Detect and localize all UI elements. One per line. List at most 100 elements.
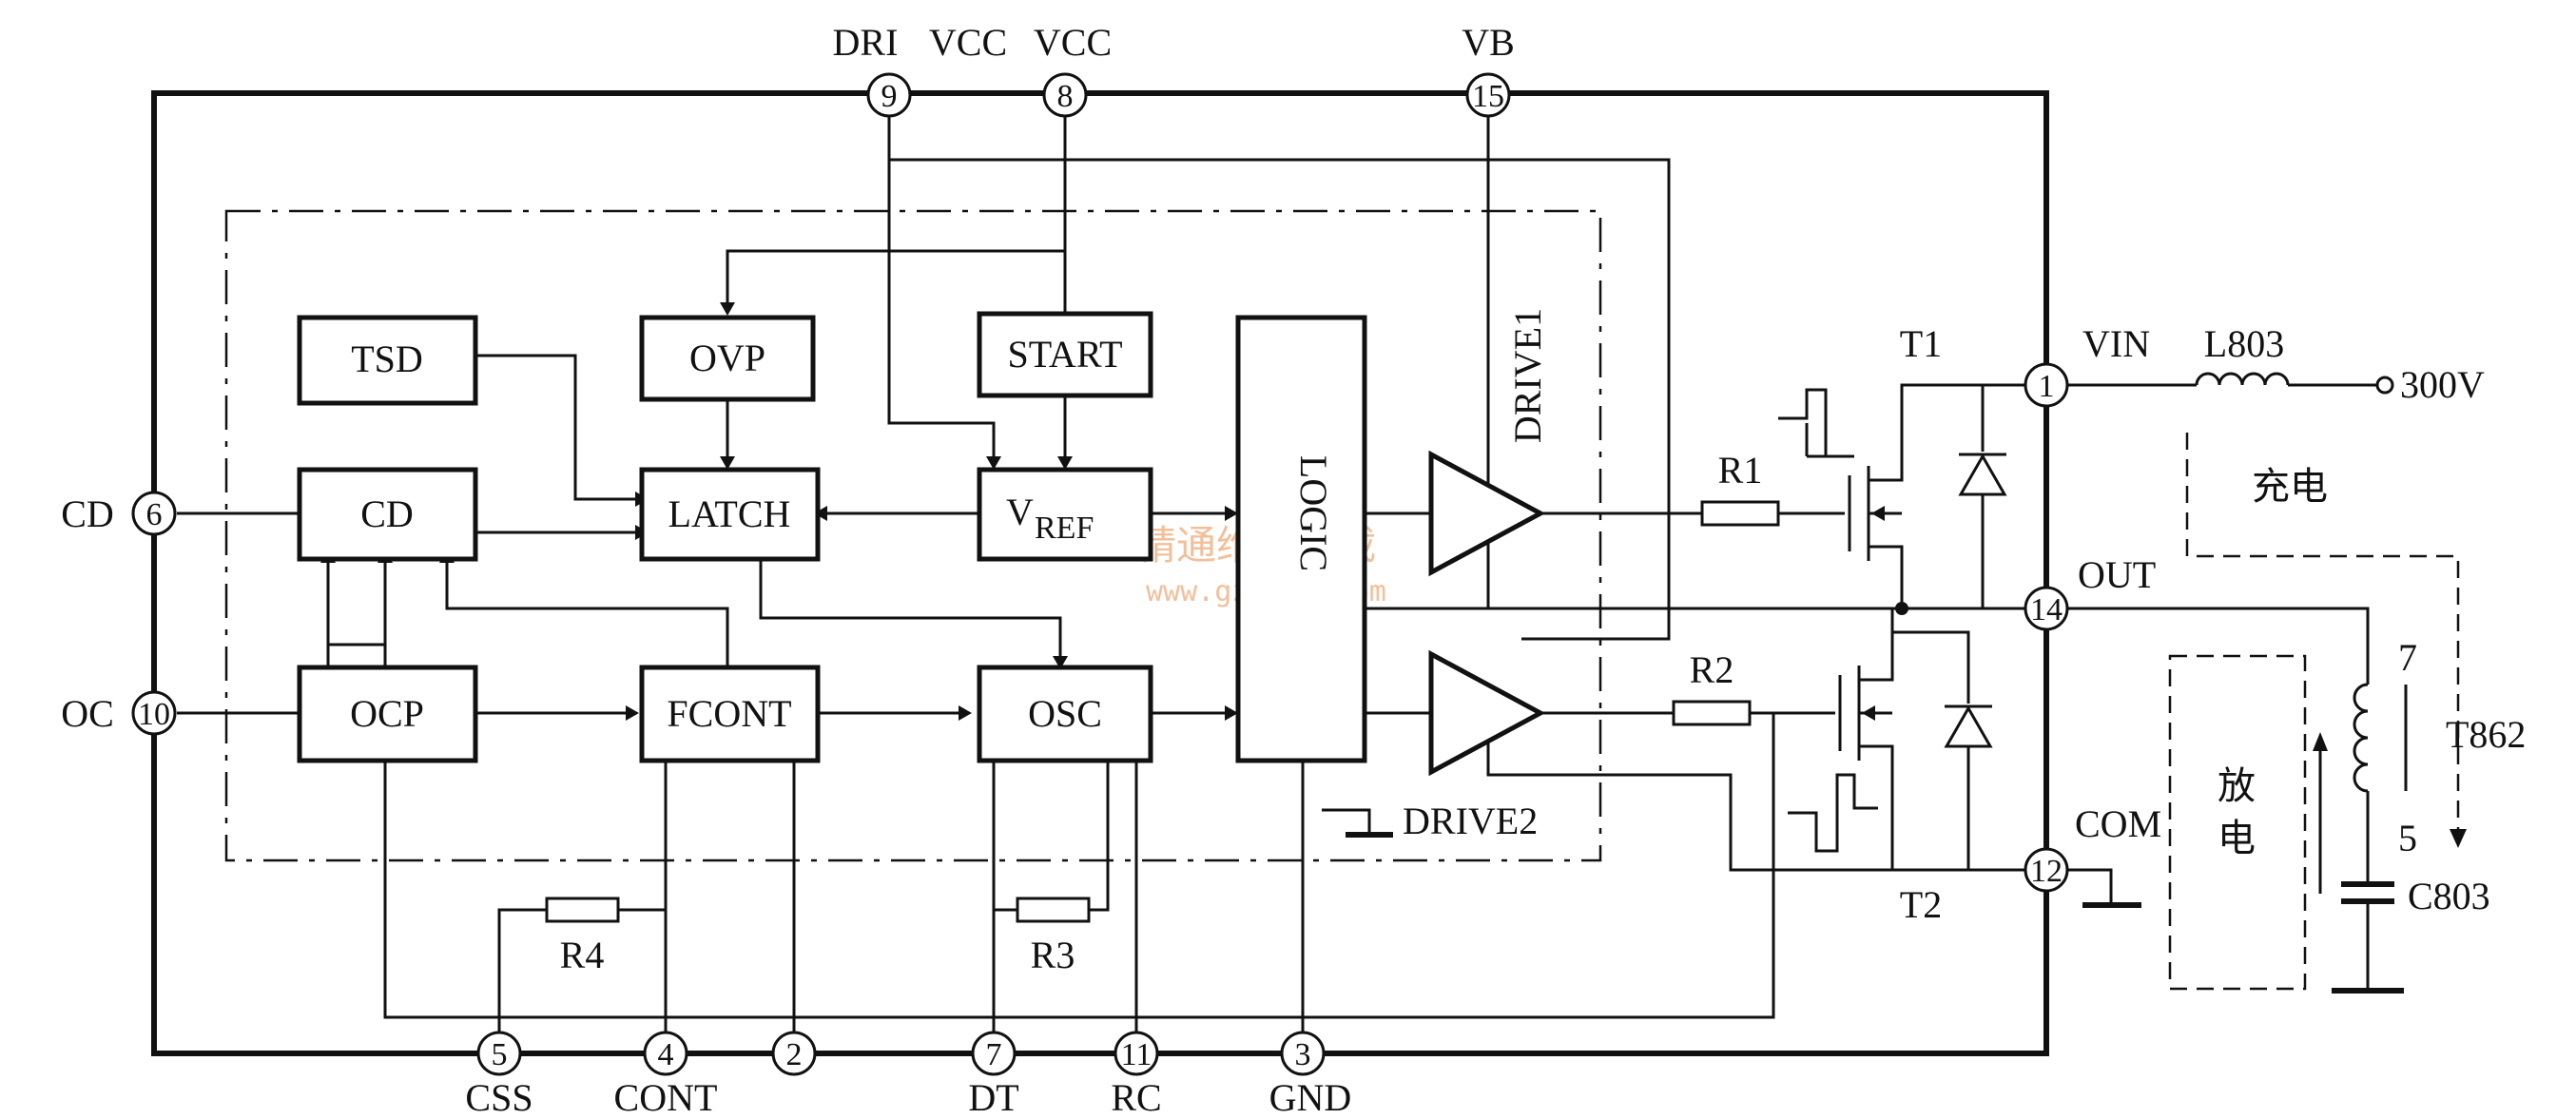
- svg-text:14: 14: [2030, 592, 2063, 627]
- pin-4: 4: [643, 1031, 688, 1076]
- pin-3: 3: [1280, 1031, 1326, 1076]
- r4-resistor: [545, 897, 620, 923]
- vref-subscript: REF: [1035, 511, 1094, 546]
- wire-latch-osc: [759, 559, 1062, 658]
- fcont-block: [639, 665, 821, 763]
- ovp-block: [639, 315, 816, 402]
- label-css: CSS: [465, 1076, 533, 1119]
- label-coil-top: 7: [2398, 636, 2417, 679]
- label-vb: VB: [1462, 21, 1515, 64]
- svg-text:1: 1: [2039, 369, 2055, 404]
- arrow-fcont: [626, 705, 639, 721]
- pin-7: 7: [971, 1031, 1017, 1076]
- svg-text:6: 6: [146, 497, 163, 532]
- svg-text:12: 12: [2030, 854, 2063, 889]
- wire-r3-osc: [1089, 761, 1110, 912]
- svg-text:2: 2: [786, 1037, 803, 1072]
- start-label: START: [1007, 333, 1122, 376]
- svg-text:4: 4: [658, 1037, 674, 1072]
- t2-mosfet: [1838, 608, 1993, 870]
- t1-gate-waveform: [1778, 388, 1854, 458]
- tsd-label: TSD: [351, 338, 423, 380]
- label-charge: 充电: [2252, 465, 2328, 509]
- cd-label: CD: [360, 492, 414, 535]
- label-dri: DRI: [833, 21, 899, 64]
- ocp-block: [297, 665, 478, 763]
- arrow-logic-1: [1225, 506, 1238, 521]
- arrow-vref-1: [1057, 456, 1073, 470]
- logic-block: [1235, 315, 1367, 763]
- inner-boundary: [224, 209, 1602, 862]
- label-l803: L803: [2204, 322, 2284, 365]
- pin-10: 10: [131, 690, 177, 736]
- pin-2: 2: [771, 1031, 817, 1076]
- pin-15: 15: [1465, 72, 1511, 118]
- pin-9: 9: [866, 72, 912, 118]
- pin-6: 6: [131, 491, 177, 536]
- drive2-label: DRIVE2: [1403, 800, 1538, 842]
- label-oc: OC: [61, 692, 114, 735]
- label-r4: R4: [560, 934, 605, 976]
- wire-com-ground: [2062, 868, 2113, 905]
- r2-resistor: [1672, 700, 1752, 726]
- ocp-label: OCP: [350, 692, 424, 735]
- wire-vcc-ovp: [726, 249, 1065, 304]
- pin-12: 12: [2024, 847, 2069, 893]
- pin-14: 14: [2024, 586, 2069, 631]
- wire-tsd-latch: [475, 354, 637, 501]
- ic-outline: [151, 90, 2049, 1056]
- label-300v: 300V: [2400, 363, 2485, 406]
- wire-css: [497, 908, 547, 1032]
- label-discharge-1: 放: [2218, 764, 2256, 808]
- label-coil-bottom: 5: [2398, 817, 2417, 859]
- c803-capacitor: [2341, 881, 2394, 904]
- svg-text:5: 5: [492, 1037, 508, 1072]
- wire-dri-vref: [887, 95, 996, 458]
- wire-dri-right: [889, 158, 1671, 641]
- r3-resistor: [1016, 897, 1091, 923]
- latch-label: LATCH: [668, 492, 791, 535]
- wire-out-coil: [2062, 607, 2370, 685]
- out-junction: [1895, 602, 1908, 615]
- drive1-label: DRIVE1: [1506, 308, 1549, 443]
- label-cont: CONT: [614, 1076, 718, 1119]
- label-r2: R2: [1690, 648, 1734, 691]
- svg-text:15: 15: [1472, 79, 1504, 114]
- svg-text:10: 10: [138, 697, 170, 732]
- arrow-vref-2: [986, 456, 1001, 470]
- pin-8: 8: [1042, 72, 1088, 118]
- drive2-buffer: [1428, 649, 1546, 777]
- arrow-osc-2: [959, 705, 972, 721]
- label-vcc-1: VCC: [929, 21, 1007, 64]
- pin-11: 11: [1114, 1031, 1159, 1076]
- arrow-latch-1: [720, 456, 735, 470]
- cd-block: [297, 467, 478, 562]
- ovp-label: OVP: [689, 337, 765, 379]
- label-com: COM: [2075, 802, 2161, 845]
- vref-block: [977, 467, 1153, 562]
- svg-text:8: 8: [1057, 79, 1074, 114]
- discharge-box: [2168, 654, 2307, 991]
- label-r3: R3: [1031, 934, 1075, 976]
- terminal-300v: [2375, 376, 2394, 395]
- arrow-ovp: [720, 302, 735, 316]
- charge-path: [2185, 433, 2460, 837]
- wire-fcont-cd: [445, 561, 729, 666]
- vref-label: V: [1006, 491, 1034, 533]
- label-t1: T1: [1900, 322, 1942, 365]
- wire-drive2-supply: [1486, 734, 2025, 872]
- fcont-label: FCONT: [667, 692, 791, 735]
- t862-coil: [2353, 683, 2369, 793]
- label-t2: T2: [1900, 883, 1942, 926]
- label-out: OUT: [2078, 553, 2156, 596]
- discharge-arrow: [2313, 732, 2328, 751]
- t2-gate-waveform: [1788, 773, 1878, 853]
- label-rc: RC: [1111, 1076, 1161, 1119]
- t1-mosfet: [1848, 383, 2035, 608]
- charge-arrow: [2450, 829, 2467, 848]
- osc-block: [977, 665, 1153, 763]
- svg-text:9: 9: [881, 79, 898, 114]
- label-t862: T862: [2446, 713, 2526, 756]
- pin-5: 5: [476, 1031, 522, 1076]
